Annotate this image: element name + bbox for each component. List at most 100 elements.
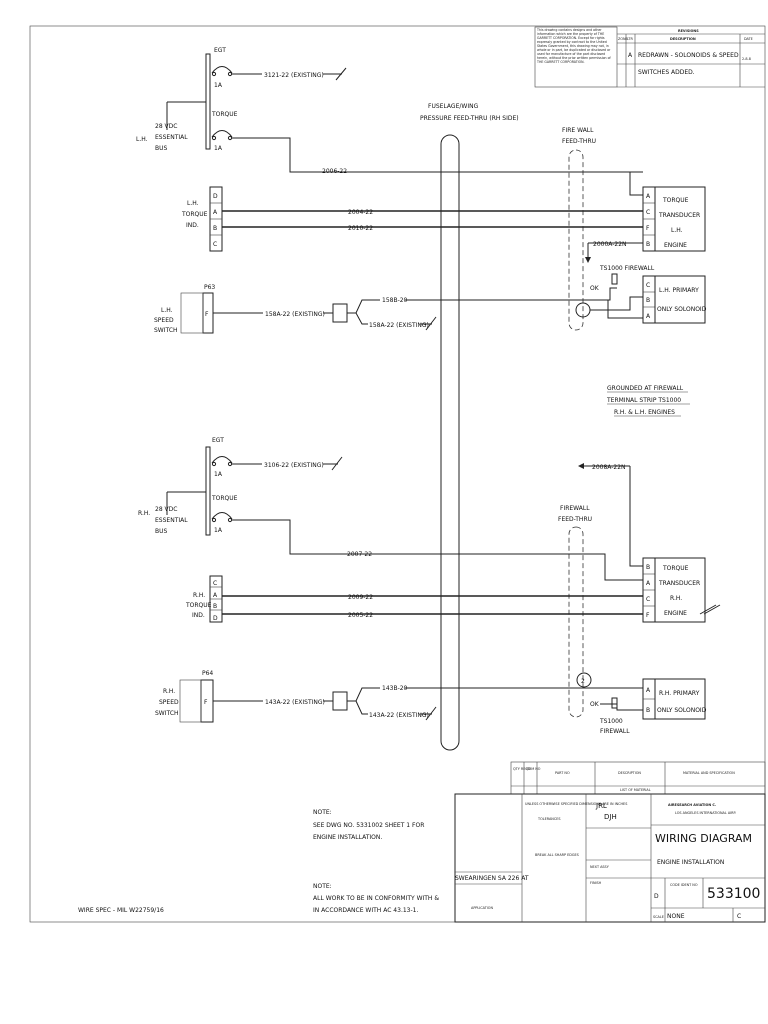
rev-col-date: DATE (744, 37, 753, 41)
lh-speed-splice (332, 303, 348, 323)
rh-ind-pin-4: D (213, 615, 218, 622)
title-block: QTY REQD ITEM NO PART NO DESCRIPTION MAT… (454, 761, 766, 923)
note2-title: NOTE: (313, 883, 332, 890)
rh-wire-torque-pwr: 2007-22 (347, 551, 372, 558)
rh-speed-splice (332, 691, 348, 711)
rh-wire-ground: 2008A-22N (592, 464, 626, 471)
lh-wire-speed: 158A-22 (EXISTING) (265, 311, 325, 318)
rh-ind-pin-1: C (213, 580, 217, 587)
lh-bus-line3: BUS (155, 145, 168, 152)
rh-speed-pin: F (204, 699, 208, 706)
rh-bus-line2: ESSENTIAL (155, 517, 188, 524)
rh-speed-line1: R.H. (163, 688, 175, 695)
sheet-size: D (654, 893, 659, 900)
sheet-border (29, 25, 766, 923)
note2-line2: IN ACCORDANCE WITH AC 43.13-1. (313, 907, 418, 914)
rh-wire-speed: 143A-22 (EXISTING) (265, 699, 325, 706)
model: SWEARINGEN SA 226 AT (455, 875, 529, 882)
lh-speed-line1: L.H. (161, 307, 173, 314)
lh-sol-pin-3: A (646, 313, 651, 320)
lh-trans-line3: L.H. (671, 227, 683, 234)
lh-sol-line1: L.H. PRIMARY (659, 287, 699, 294)
pl-material: MATERIAL AND SPECIFICATION (683, 771, 735, 775)
rh-egt-breaker-symbol (211, 456, 233, 464)
rh-trans-pin-1: B (646, 564, 650, 571)
lh-ind-pin-2: A (213, 209, 218, 216)
title-line2: ENGINE INSTALLATION (657, 859, 724, 866)
rh-trans-line3: R.H. (670, 595, 682, 602)
rh-bus-line3: BUS (155, 528, 168, 535)
pl-qty: QTY REQD (513, 767, 531, 771)
rh-solenoid (654, 678, 706, 720)
rh-ok: OK (590, 701, 600, 708)
code-ident: CODE IDENT NO (670, 883, 698, 887)
rh-bus-line1: 28 VDC (155, 506, 177, 513)
rh-ts-firewall-2: FIREWALL (600, 728, 630, 735)
note2-line1: ALL WORK TO BE IN CONFORMITY WITH & (313, 895, 439, 902)
title-line1: WIRING DIAGRAM (655, 832, 752, 845)
lh-speed-line2: SPEED (154, 317, 174, 324)
lh-solenoid (654, 275, 706, 324)
tolerances: TOLERANCES (537, 817, 561, 821)
rev-description-2: SWITCHES ADDED. (638, 69, 695, 76)
rh-wire-ind-a: 2009-22 (348, 594, 373, 601)
revisions-block: This drawing contains designs and other … (534, 26, 765, 88)
lh-egt-breaker-symbol (211, 66, 233, 74)
lh-sol-pin-2: B (646, 297, 650, 304)
lh-ind-pin-1: D (213, 193, 218, 200)
lh-ok: OK (590, 285, 600, 292)
notes: NOTE: SEE DWG NO. 5331002 SHEET 1 FOR EN… (78, 809, 439, 914)
rh-torque-breaker: 1A (214, 527, 223, 534)
lh-trans-pin-3: F (646, 225, 650, 232)
rh-ts-firewall-1: TS1000 (599, 718, 623, 725)
fuselage-feed-label-1: FUSELAGE/WING (428, 103, 479, 110)
rev-col-ltr: LTR (627, 37, 633, 41)
lh-ind-line1: L.H. (187, 200, 199, 207)
rh-speed-plug: P64 (202, 670, 213, 677)
lh-firewall-label-1: FIRE WALL (562, 127, 594, 134)
drawn-initials: JRL (595, 802, 607, 810)
lh-speed-plug: P63 (204, 284, 215, 291)
fuselage-feed-label-2: PRESSURE FEED-THRU (RH SIDE) (420, 115, 519, 122)
lh-wire-speed-out: 158B-20 (382, 297, 408, 304)
lh-trans-line4: ENGINE (664, 242, 687, 249)
rh-sol-line2: ONLY SOLONOID (657, 707, 707, 714)
lh-egt-wire: 3121-22 (EXISTING) (264, 72, 324, 79)
proprietary-notice-box (534, 26, 618, 88)
lh-torque-breaker-symbol (211, 130, 233, 138)
rh-feed-thru-circle (576, 672, 592, 688)
rh-egt-label: EGT (212, 437, 224, 444)
rh-egt-wire: 3106-22 (EXISTING) (264, 462, 324, 469)
lh-wire-torque-pwr: 2006-22 (322, 168, 347, 175)
note1-title: NOTE: (313, 809, 332, 816)
lh-ts-firewall: TS1000 FIREWALL (599, 265, 655, 272)
lh-transducer (654, 186, 706, 252)
lh-torque-label: TORQUE (211, 111, 238, 118)
lh-trans-pin-1: A (646, 193, 651, 200)
break-edges: BREAK ALL SHARP EDGES (535, 853, 579, 857)
tolerance-text: UNLESS OTHERWISE SPECIFIED DIMENSIONS AR… (525, 802, 627, 806)
lh-trans-line2: TRANSDUCER (658, 212, 700, 219)
lh-egt-label: EGT (214, 47, 226, 54)
scale-value: NONE (667, 913, 685, 920)
lh-trans-pin-4: B (646, 241, 650, 248)
company-sub: LOS ANGELES INTERNATIONAL AIRP. (675, 811, 736, 815)
rh-wire-speed-out: 143B-20 (382, 685, 408, 692)
lh-torque-breaker: 1A (214, 145, 223, 152)
lh-trans-pin-2: C (646, 209, 650, 216)
lh-bus-line1: 28 VDC (155, 123, 177, 130)
scale-label: SCALE (653, 915, 664, 919)
grounded-line1: GROUNDED AT FIREWALL (607, 385, 684, 392)
rev-date: 2-8-8 (742, 57, 751, 61)
rh-feed-thru-number: 2 (581, 678, 585, 685)
lh-ind-line2: TORQUE (181, 211, 208, 218)
lh-trans-line1: TORQUE (662, 197, 689, 204)
lh-sol-pin-1: C (646, 282, 650, 289)
rh-egt-breaker: 1A (214, 471, 223, 478)
lh-wire-speed-existing: 158A-22 (EXISTING) (369, 322, 429, 329)
rev-letter: A (628, 52, 633, 59)
company: AIRESEARCH AVIATION C. (668, 803, 716, 807)
lh-ind-line3: IND. (186, 222, 199, 229)
fuselage-feed-thru: FUSELAGE/WING PRESSURE FEED-THRU (RH SID… (420, 103, 519, 751)
